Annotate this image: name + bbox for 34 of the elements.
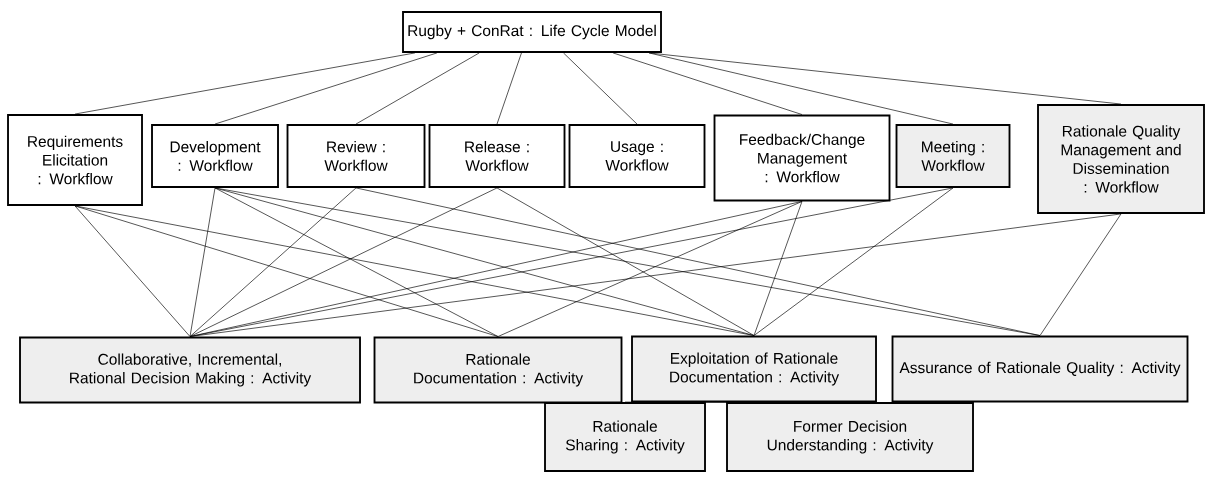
workflow-box: Release : Workflow xyxy=(428,124,566,188)
workflow-box: Feedback/Change Management : Workflow xyxy=(713,114,891,202)
model-box: Rugby + ConRat : Life Cycle Model xyxy=(402,11,662,53)
connector-line xyxy=(563,52,638,125)
connector-line xyxy=(496,187,755,336)
connector-line xyxy=(753,201,803,336)
connector-line xyxy=(753,401,851,403)
workflow-box: Usage : Workflow xyxy=(568,124,706,188)
connector-line xyxy=(496,52,522,125)
connector-line xyxy=(355,187,1041,336)
workflow-box: Rationale Quality Management and Dissemination : Workflow xyxy=(1037,104,1205,214)
workflow-box: Requirements Elicitation : Workflow xyxy=(7,114,143,206)
activity-box: Collaborative, Incremental, Rational Decision Making : Activity xyxy=(19,336,361,404)
connector-line xyxy=(624,401,755,403)
connector-line xyxy=(214,52,438,125)
connector-line xyxy=(1039,213,1122,336)
connector-line xyxy=(189,187,216,337)
connector-line xyxy=(355,52,480,125)
connector-line xyxy=(189,213,1122,337)
activity-box: Assurance of Rationale Quality : Activity xyxy=(891,335,1189,403)
workflow-box: Development : Workflow xyxy=(151,124,279,188)
workflow-box: Meeting : Workflow xyxy=(895,124,1011,188)
connector-line xyxy=(612,52,803,115)
connector-line xyxy=(189,187,357,337)
connector-line xyxy=(497,201,803,337)
connector-line xyxy=(74,205,191,337)
workflow-box: Review : Workflow xyxy=(286,124,426,188)
activity-box: Exploitation of Rationale Documentation : Activity xyxy=(631,335,877,403)
activity-box: Former Decision Understanding : Activity xyxy=(726,402,974,472)
connector-line xyxy=(74,52,416,115)
activity-box: Rationale Documentation : Activity xyxy=(373,336,623,404)
connector-line xyxy=(648,52,1122,105)
connector-line xyxy=(753,187,954,336)
activity-box: Rationale Sharing : Activity xyxy=(544,402,706,472)
